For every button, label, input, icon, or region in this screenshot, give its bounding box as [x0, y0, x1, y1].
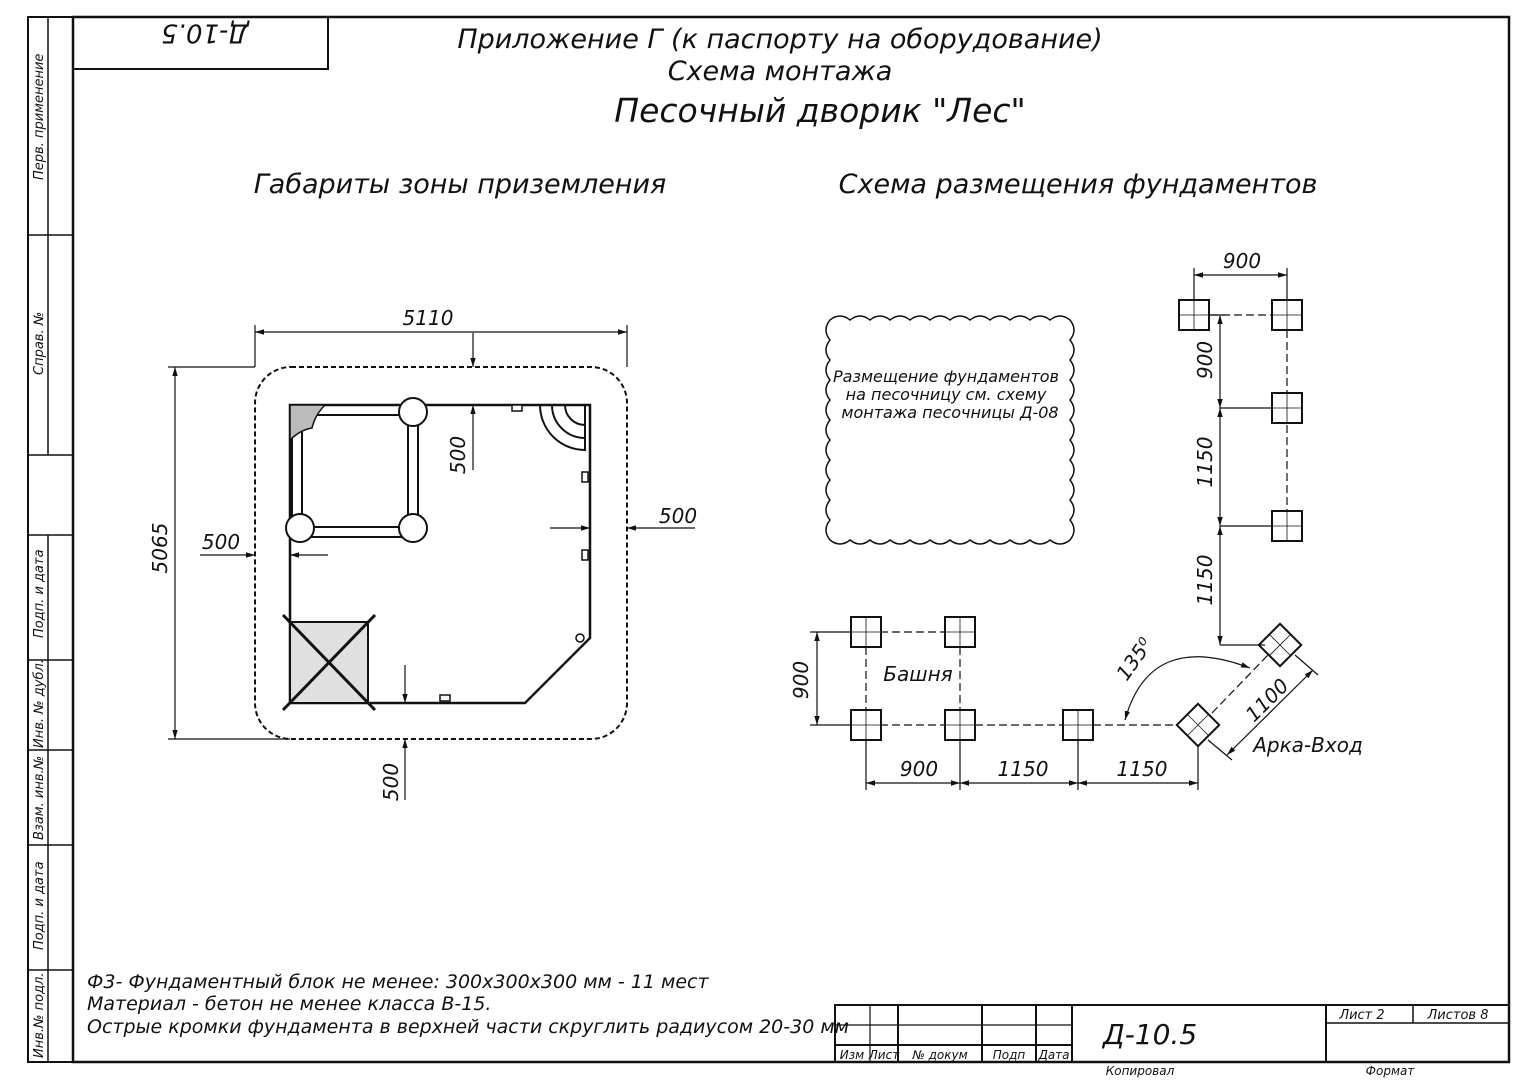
dim-width-label: 5110: [403, 306, 454, 330]
foundation-block: [944, 709, 976, 741]
sandbox-posts: [285, 397, 428, 543]
side-vzam-inv: Взам. инв.№: [32, 756, 47, 840]
cloud-note-line1: Размещение фундаментов: [833, 367, 1059, 386]
foundation-block: [1271, 392, 1303, 424]
right-title: Схема размещения фундаментов: [839, 169, 1318, 200]
header-line1: Приложение Г (к паспорту на оборудование…: [457, 24, 1102, 55]
stamp-code: Д-10.5: [161, 18, 250, 48]
tb-n-dokum: № докум: [911, 1048, 967, 1062]
side-strip: Перв. применение Справ. № Подп. и дата И…: [32, 54, 47, 1058]
cloud-note-line3: монтажа песочницы Д-08: [841, 403, 1058, 422]
dim-top-900: 900: [1223, 249, 1261, 273]
side-inv-dubl: Инв. № дубл.: [32, 659, 47, 748]
side-sprav: Справ. №: [32, 312, 47, 375]
tb-izm: Изм: [840, 1048, 864, 1062]
dim-right-clear-label: 500: [659, 504, 697, 528]
note-line-1: Ф3- Фундаментный блок не менее: 300x300x…: [87, 971, 709, 993]
dim-height-label: 5065: [148, 523, 172, 574]
foundation-block: [1271, 510, 1303, 542]
label-tower: Башня: [883, 662, 952, 686]
dim-top-clear-label: 500: [446, 436, 470, 474]
foundation-block: [1271, 299, 1303, 331]
landing-zone-outline: [254, 366, 628, 740]
dim-b2-1150: 1150: [998, 757, 1049, 781]
note-line-3: Острые кромки фундамента в верхней части…: [87, 1016, 849, 1038]
side-podp-data-1: Подп. и дата: [32, 549, 47, 638]
side-perv: Перв. применение: [32, 54, 47, 180]
dim-left-clear-label: 500: [202, 530, 240, 554]
landing-zone-drawing: [168, 325, 695, 800]
foundation-block: [944, 616, 976, 648]
notes: Ф3- Фундаментный блок не менее: 300x300x…: [87, 971, 849, 1038]
foundation-block: [1178, 299, 1210, 331]
attachments: [439, 404, 589, 702]
dim-height: [168, 366, 290, 740]
dim-angle-135: 135⁰: [1111, 633, 1157, 685]
foundation-block: [850, 616, 882, 648]
cloud-note-outline: [825, 315, 1075, 545]
dim-b1-900: 900: [900, 757, 938, 781]
tb-kopiroval: Копировал: [1106, 1064, 1175, 1078]
dim-v1-900: 900: [1193, 341, 1217, 379]
sandbox: [289, 404, 419, 538]
tb-list: Лист: [868, 1048, 900, 1062]
tb-sheet: Лист 2: [1338, 1008, 1384, 1023]
dim-tower-900: 900: [789, 661, 813, 699]
dim-v2-1150: 1150: [1193, 437, 1217, 488]
foundation-dimensions: [810, 268, 1319, 790]
tb-format: Формат: [1366, 1064, 1416, 1078]
label-arch: Арка-Вход: [1251, 733, 1363, 757]
dim-v3-1150: 1150: [1193, 555, 1217, 606]
dim-bottom-clear-label: 500: [379, 763, 403, 801]
corner-arc-element: [538, 404, 586, 452]
tb-sheets: Листов 8: [1427, 1008, 1489, 1023]
foundation-block: [850, 709, 882, 741]
foundation-block: [1175, 702, 1221, 748]
header-line2: Схема монтажа: [668, 56, 893, 87]
side-podp-data-2: Подп. и дата: [32, 861, 47, 950]
dim-diag-1100: 1100: [1241, 674, 1294, 727]
foundation-block: [1257, 622, 1303, 668]
dim-width: [254, 325, 628, 367]
title-code: Д-10.5: [1101, 1018, 1197, 1051]
cloud-note-line2: на песочницу см. схему: [846, 385, 1047, 404]
tb-podp: Подп: [993, 1048, 1026, 1062]
note-line-2: Материал - бетон не менее класса В-15.: [87, 993, 491, 1015]
sheet-frame: [27, 15, 1511, 1064]
dim-b3-1150: 1150: [1117, 757, 1168, 781]
title-block: [834, 1004, 1510, 1063]
left-title: Габариты зоны приземления: [254, 169, 667, 200]
tb-data: Дата: [1037, 1048, 1069, 1062]
header: Приложение Г (к паспорту на оборудование…: [457, 24, 1102, 130]
foundation-block: [1062, 709, 1094, 741]
side-inv-podl: Инв.№ подл.: [32, 972, 47, 1058]
tower-block: [281, 613, 377, 712]
header-line3: Песочный дворик "Лес": [614, 91, 1025, 130]
